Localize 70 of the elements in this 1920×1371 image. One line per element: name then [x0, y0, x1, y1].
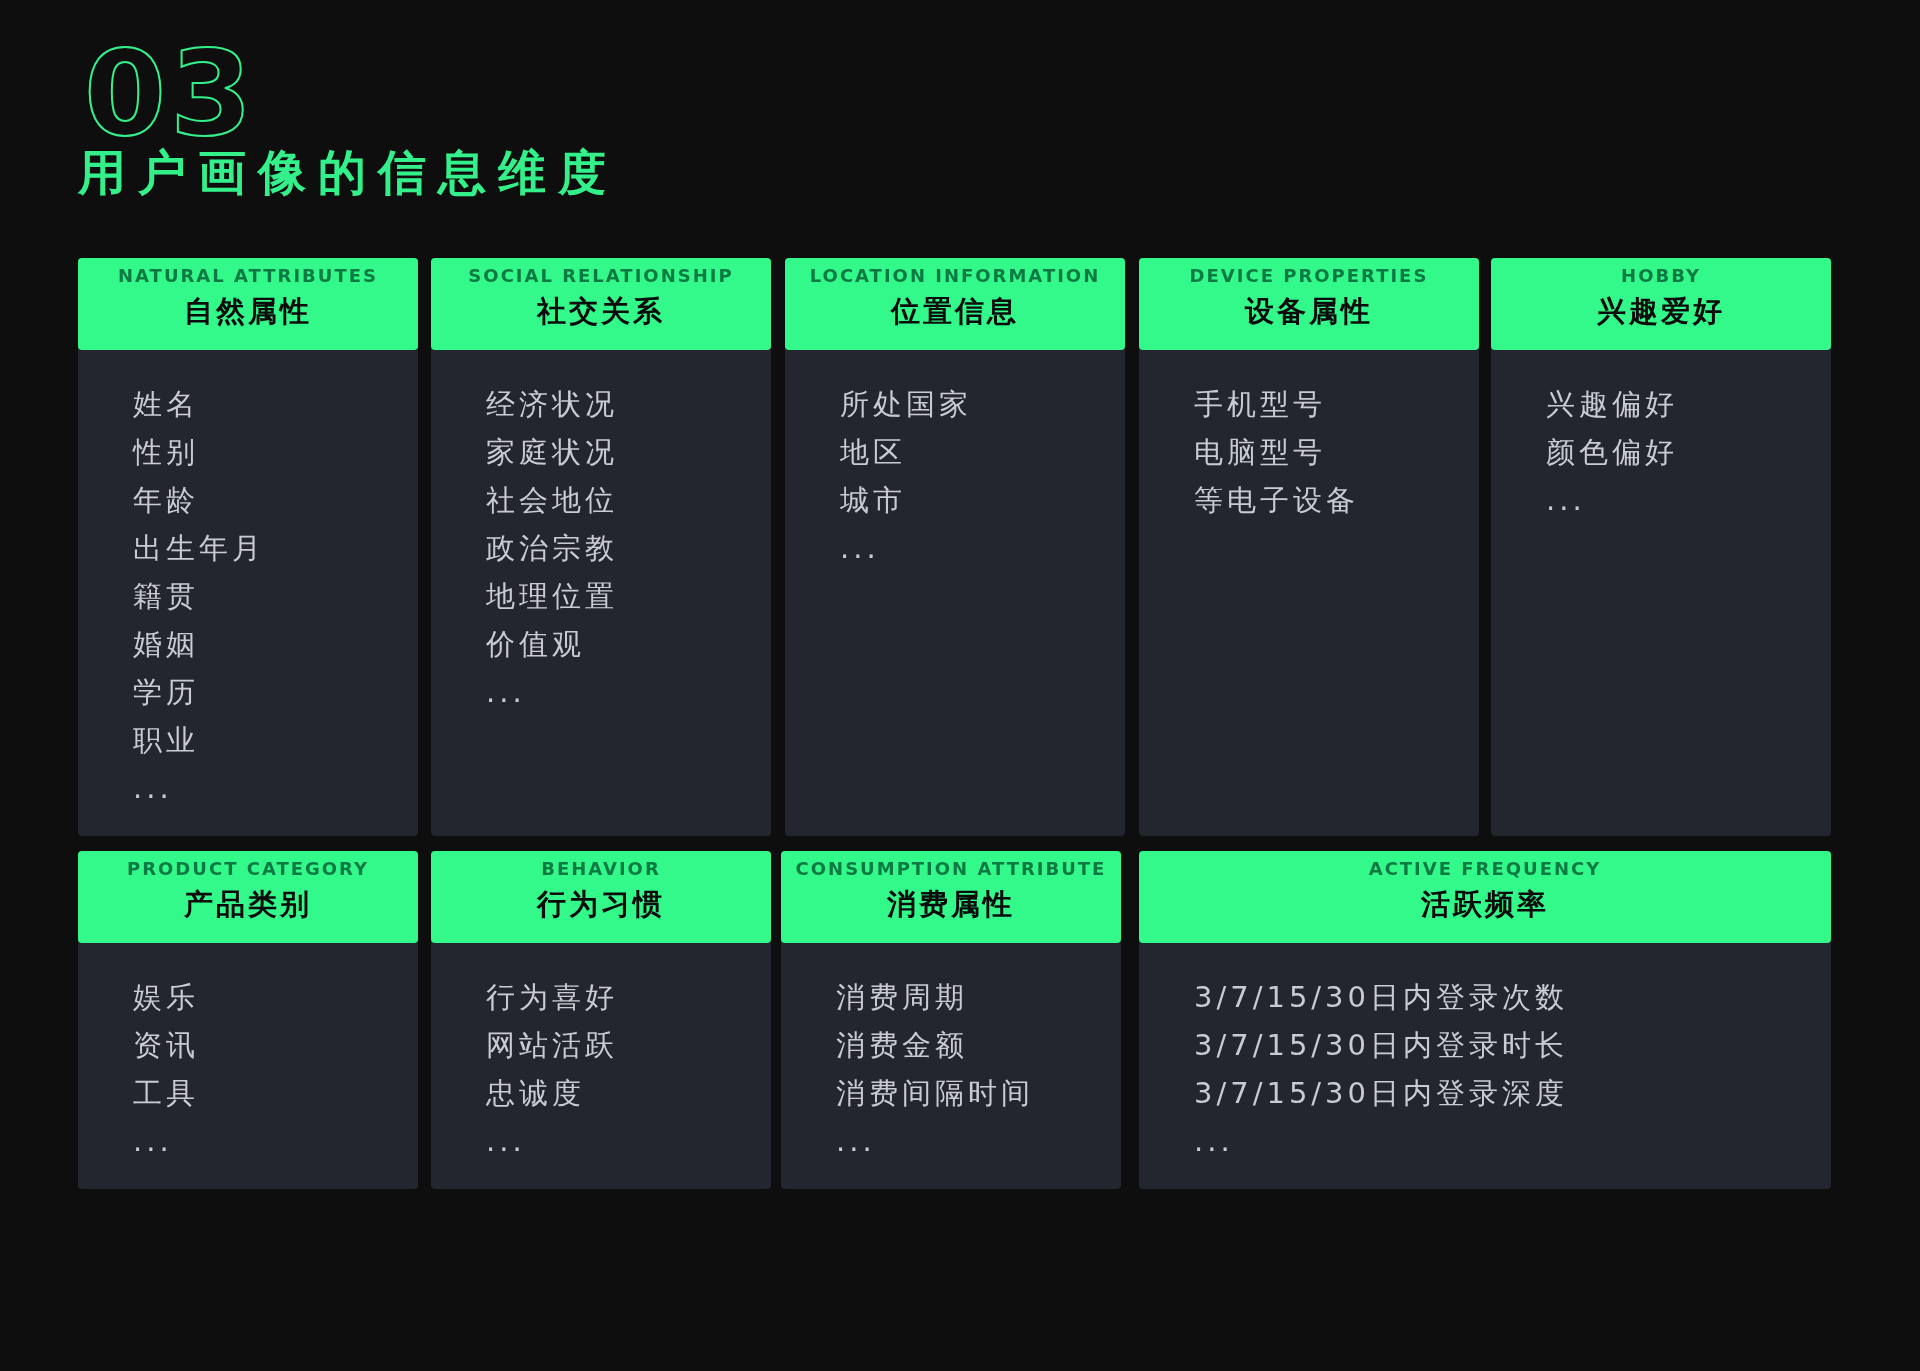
list-item: 网站活跃 [486, 1031, 618, 1060]
header-title: 活跃频率 [1421, 887, 1549, 922]
header-title: 兴趣爱好 [1597, 294, 1725, 329]
list-item: 颜色偏好 [1546, 438, 1678, 467]
list-item: 3/7/15/30日内登录时长 [1194, 1031, 1568, 1060]
list-item: 家庭状况 [486, 438, 618, 467]
list-item: 籍贯 [133, 582, 199, 611]
list-item: 行为喜好 [486, 983, 618, 1012]
category-card [1139, 258, 1479, 836]
category-card [785, 258, 1125, 836]
list-item: 婚姻 [133, 630, 199, 659]
category-card [431, 258, 771, 836]
list-item: 学历 [133, 678, 199, 707]
list-item: 所处国家 [840, 390, 972, 419]
page-title: 用户画像的信息维度 [78, 144, 618, 202]
list-item: 兴趣偏好 [1546, 390, 1678, 419]
list-item: ... [133, 774, 173, 803]
list-item: ... [1546, 486, 1586, 515]
list-item: ... [133, 1127, 173, 1156]
background-caption: SOCIAL RELATIONSHIP [468, 266, 734, 286]
list-item: 忠诚度 [486, 1079, 585, 1108]
header-title: 消费属性 [887, 887, 1015, 922]
category-card [781, 851, 1121, 1189]
list-item: 资讯 [133, 1031, 199, 1060]
category-card [78, 258, 418, 836]
list-item: 手机型号 [1194, 390, 1326, 419]
header-title: 自然属性 [184, 294, 312, 329]
background-caption: NATURAL ATTRIBUTES [118, 266, 378, 286]
list-item: 社会地位 [486, 486, 618, 515]
list-item: 年龄 [133, 486, 199, 515]
background-caption: ACTIVE FREQUENCY [1368, 859, 1602, 879]
category-card [1139, 851, 1831, 1189]
list-item: 职业 [133, 726, 199, 755]
background-caption: PRODUCT CATEGORY [127, 859, 369, 879]
header-title: 设备属性 [1245, 294, 1373, 329]
list-item: 姓名 [133, 390, 199, 419]
list-item: 等电子设备 [1194, 486, 1359, 515]
header-title: 产品类别 [184, 887, 312, 922]
list-item: 娱乐 [133, 983, 199, 1012]
list-item: 经济状况 [486, 390, 618, 419]
category-card [78, 851, 418, 1189]
list-item: ... [486, 1127, 526, 1156]
list-item: 地区 [840, 438, 906, 467]
list-item: 性别 [133, 438, 199, 467]
list-item: ... [836, 1127, 876, 1156]
header-title: 行为习惯 [537, 887, 665, 922]
header-title: 位置信息 [891, 294, 1019, 329]
list-item: 电脑型号 [1194, 438, 1326, 467]
list-item: ... [840, 534, 880, 563]
list-item: 消费间隔时间 [836, 1079, 1034, 1108]
list-item: 3/7/15/30日内登录深度 [1194, 1079, 1568, 1108]
list-item: ... [1194, 1127, 1234, 1156]
list-item: 城市 [840, 486, 906, 515]
list-item: 出生年月 [133, 534, 265, 563]
list-item: 价值观 [486, 630, 585, 659]
header-title: 社交关系 [537, 294, 665, 329]
list-item: 地理位置 [486, 582, 618, 611]
category-card [1491, 258, 1831, 836]
list-item: ... [486, 678, 526, 707]
list-item: 3/7/15/30日内登录次数 [1194, 983, 1568, 1012]
list-item: 消费金额 [836, 1031, 968, 1060]
background-caption: BEHAVIOR [541, 859, 661, 879]
category-card [431, 851, 771, 1189]
background-caption: HOBBY [1621, 266, 1701, 286]
background-caption: LOCATION INFORMATION [809, 266, 1101, 286]
background-caption: CONSUMPTION ATTRIBUTE [795, 859, 1107, 879]
list-item: 政治宗教 [486, 534, 618, 563]
list-item: 消费周期 [836, 983, 968, 1012]
background-caption: DEVICE PROPERTIES [1189, 266, 1429, 286]
list-item: 工具 [133, 1079, 199, 1108]
